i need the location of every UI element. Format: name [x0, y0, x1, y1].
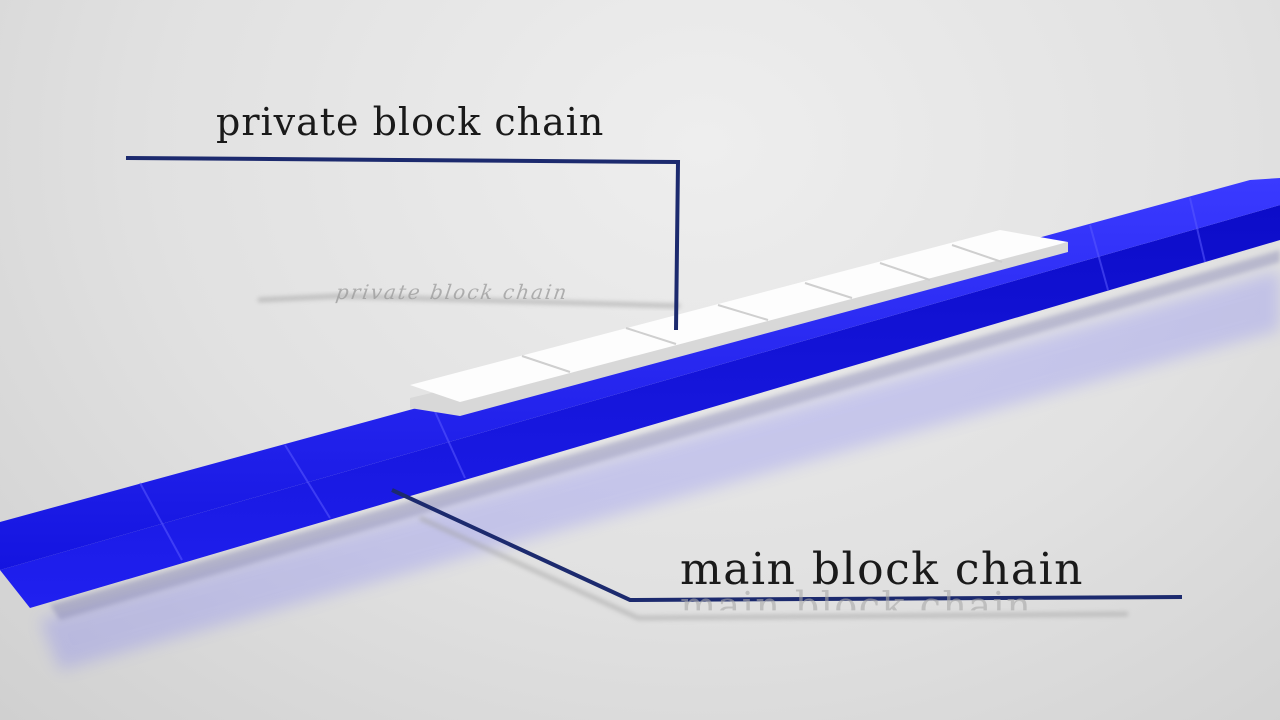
- private-chain-label-reflection: private block chain: [334, 280, 571, 304]
- private-chain-label: private block chain: [216, 100, 605, 144]
- private-chain-top-face: [410, 230, 1068, 402]
- private-chain-block-separators: [521, 244, 1003, 373]
- main-chain-label-reflection: main block chain: [680, 584, 1033, 628]
- private-leader-line-shadow: [257, 293, 681, 308]
- main-chain-block-separators: [139, 197, 1206, 561]
- main-leader-line-shadow: [419, 516, 1129, 621]
- main-chain-label: main block chain: [680, 544, 1084, 595]
- private-block-chain: [410, 230, 1068, 416]
- main-chain-glow: [40, 270, 1280, 670]
- main-chain-shadow: [50, 250, 1280, 620]
- private-chain-front-face: [410, 242, 1068, 416]
- private-leader-line: [125, 156, 681, 331]
- main-block-chain: [0, 178, 1280, 608]
- main-chain-front-face: [0, 205, 1280, 608]
- main-leader-line: [391, 488, 1183, 603]
